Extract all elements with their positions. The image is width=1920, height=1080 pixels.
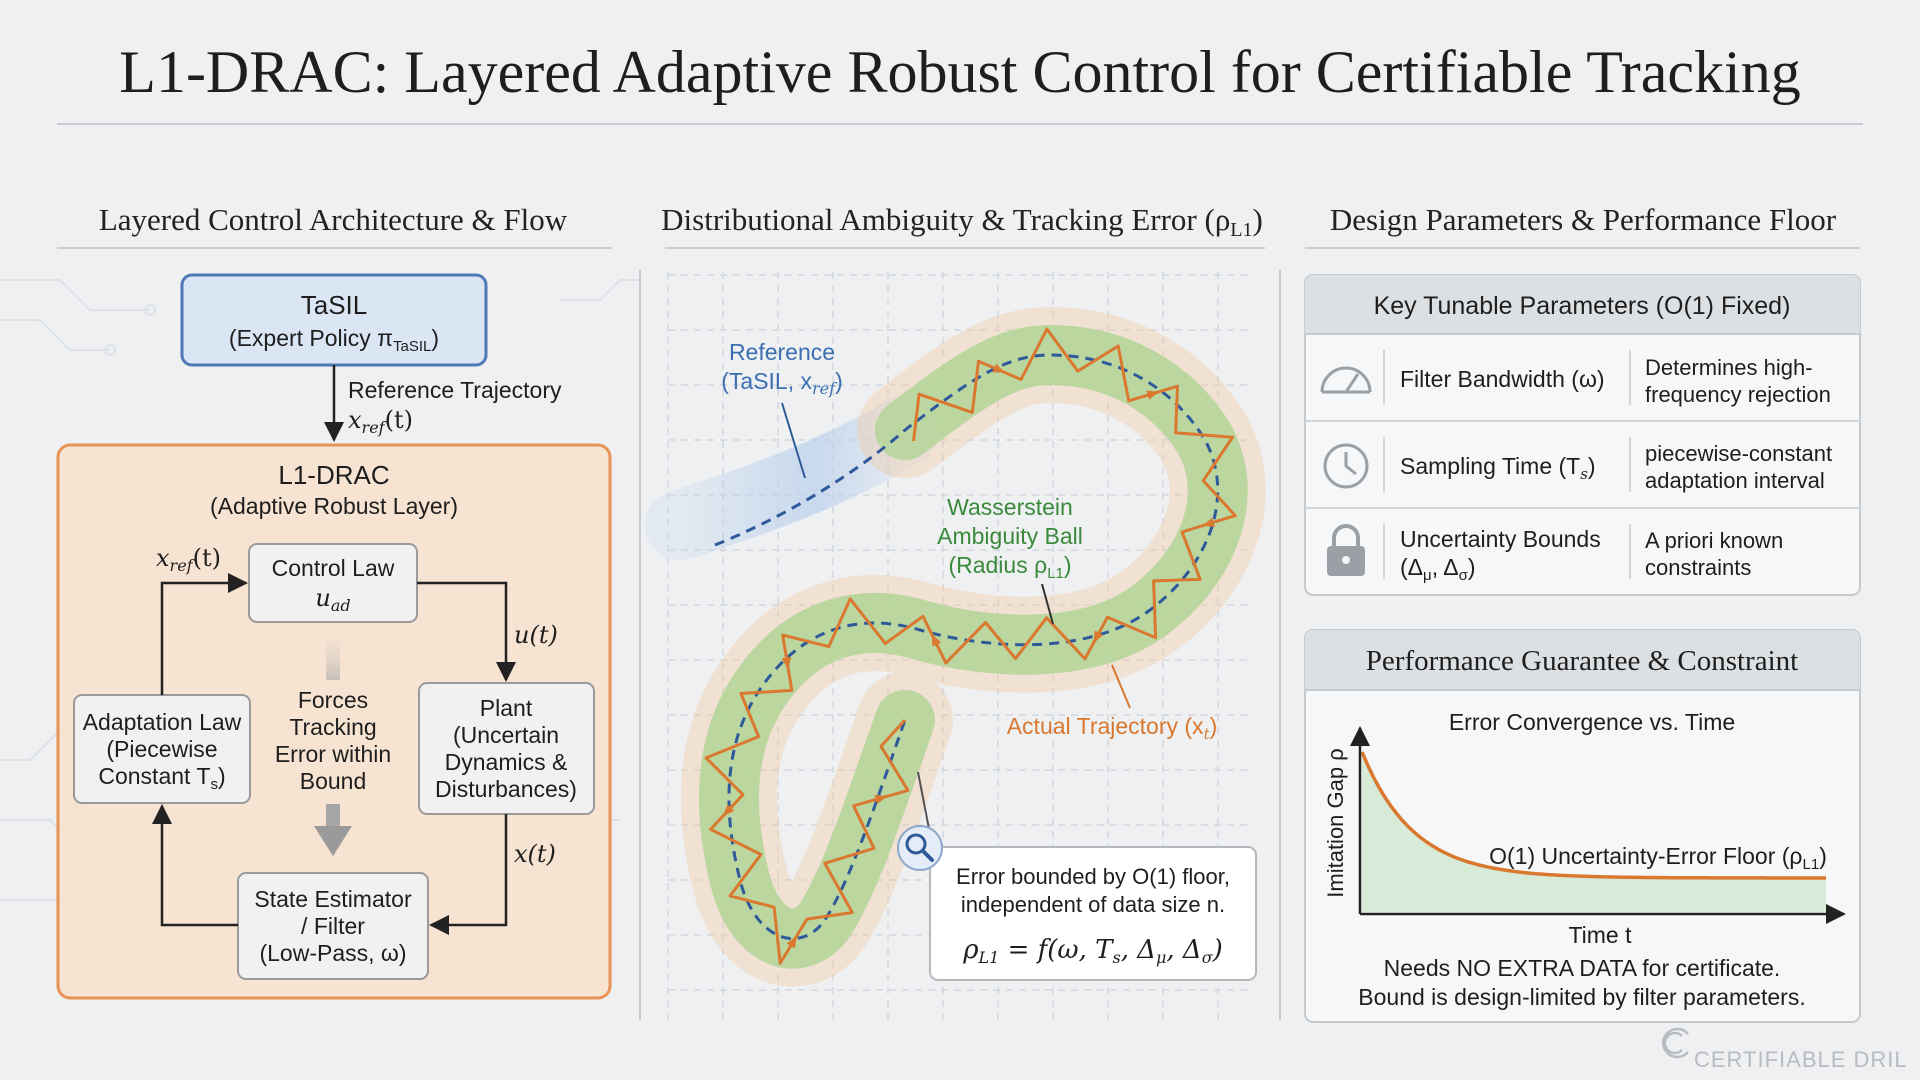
l1drac-title: L1-DRAC: [278, 460, 389, 490]
adaptation-law-line3: Constant Ts): [98, 763, 225, 793]
param-desc-2b: adaptation interval: [1645, 468, 1825, 493]
design-panel: Key Tunable Parameters (O(1) Fixed) Filt…: [1305, 275, 1860, 1022]
center-text-line3: Error within: [275, 741, 391, 767]
parameters-title: Key Tunable Parameters (O(1) Fixed): [1374, 292, 1791, 320]
param-desc-1b: frequency rejection: [1645, 382, 1831, 407]
param-name-3a: Uncertainty Bounds: [1400, 526, 1601, 552]
wasserstein-label-line3: (Radius ρL1): [948, 552, 1071, 582]
architecture-heading: Layered Control Architecture & Flow: [99, 202, 568, 237]
state-estimator-line1: State Estimator: [254, 886, 412, 912]
control-law-title: Control Law: [272, 555, 395, 581]
callout-line1: Error bounded by O(1) floor,: [956, 864, 1230, 889]
wasserstein-label-line1: Wasserstein: [947, 494, 1073, 520]
param-desc-1a: Determines high-: [1645, 355, 1813, 380]
watermark-text: CERTIFIABLE DRIL: [1694, 1047, 1908, 1072]
chart-xlabel: Time t: [1568, 922, 1632, 948]
reference-trajectory-label: Reference Trajectory: [348, 377, 562, 403]
center-text-line4: Bound: [300, 768, 367, 794]
wasserstein-label-line2: Ambiguity Ball: [937, 523, 1083, 549]
center-text-line2: Tracking: [289, 714, 376, 740]
callout-formula: ρL1 = f(ω, Ts, Δμ, Δσ): [962, 935, 1223, 967]
performance-title: Performance Guarantee & Constraint: [1366, 645, 1798, 677]
x-label: x(t): [514, 840, 556, 868]
adaptation-law-line2: (Piecewise: [106, 736, 217, 762]
performance-note-1: Needs NO EXTRA DATA for certificate.: [1384, 955, 1781, 981]
reference-trajectory-math: xref(t): [348, 406, 413, 437]
reference-label-line2: (TaSIL, xref): [721, 368, 842, 398]
tasil-box: [182, 275, 486, 365]
l1drac-subtitle: (Adaptive Robust Layer): [210, 493, 458, 519]
plant-line4: Disturbances): [435, 776, 577, 802]
param-name-2: Sampling Time (Ts): [1400, 453, 1596, 483]
watermark-logo-icon: [1663, 1029, 1688, 1057]
chart-ylabel: Imitation Gap ρ: [1323, 748, 1348, 897]
param-name-1: Filter Bandwidth (ω): [1400, 366, 1605, 392]
watermark: CERTIFIABLE DRIL: [1663, 1029, 1907, 1072]
plant-line2: (Uncertain: [453, 722, 559, 748]
reference-label-line1: Reference: [729, 339, 835, 365]
plant-line3: Dynamics &: [445, 749, 568, 775]
center-text-line1: Forces: [298, 687, 368, 713]
param-desc-3a: A priori known: [1645, 528, 1783, 553]
magnifier-icon: [898, 826, 942, 870]
param-desc-2a: piecewise-constant: [1645, 441, 1832, 466]
chart-title: Error Convergence vs. Time: [1449, 709, 1735, 735]
state-estimator-line2: / Filter: [301, 913, 365, 939]
design-heading: Design Parameters & Performance Floor: [1330, 202, 1837, 237]
adaptation-law-line1: Adaptation Law: [83, 709, 242, 735]
center-arrow-shaft: [326, 804, 340, 826]
u-label: u(t): [514, 621, 558, 649]
actual-trajectory-label: Actual Trajectory (xt): [1007, 713, 1218, 743]
chart-floor-label: O(1) Uncertainty-Error Floor (ρL1): [1489, 843, 1827, 873]
center-arrow-shaft-top: [326, 640, 340, 680]
ambiguity-panel: Reference (TaSIL, xref) Wasserstein Ambi…: [668, 272, 1256, 1020]
plant-line1: Plant: [480, 695, 533, 721]
ambiguity-heading: Distributional Ambiguity & Tracking Erro…: [661, 202, 1263, 241]
performance-note-2: Bound is design-limited by filter parame…: [1358, 984, 1805, 1010]
page-title: L1-DRAC: Layered Adaptive Robust Control…: [119, 39, 1800, 105]
architecture-panel: TaSIL (Expert Policy πTaSIL) Reference T…: [58, 275, 610, 998]
callout-line2: independent of data size n.: [961, 892, 1225, 917]
state-estimator-line3: (Low-Pass, ω): [259, 940, 406, 966]
param-desc-3b: constraints: [1645, 555, 1751, 580]
tasil-title: TaSIL: [301, 290, 368, 320]
